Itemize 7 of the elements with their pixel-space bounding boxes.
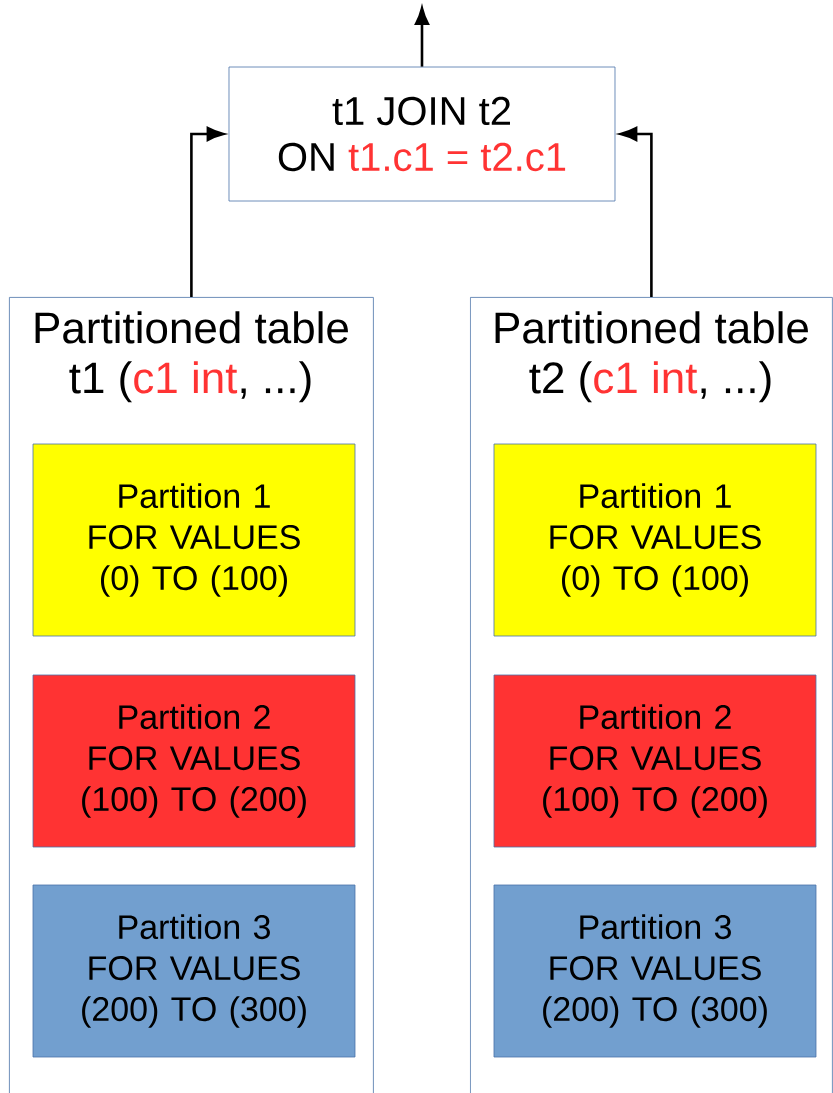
partition-box: Partition 1 FOR VALUES (0) TO (100) [32, 443, 356, 637]
partition-box: Partition 1 FOR VALUES (0) TO (100) [493, 443, 817, 637]
partition-box: Partition 3 FOR VALUES (200) TO (300) [32, 884, 356, 1058]
partition-box: Partition 2 FOR VALUES (100) TO (200) [493, 674, 817, 848]
join-box: t1 JOIN t2 ON t1.c1 = t2.c1 [228, 66, 616, 202]
partition-box: Partition 2 FOR VALUES (100) TO (200) [32, 674, 356, 848]
partition-box: Partition 3 FOR VALUES (200) TO (300) [493, 884, 817, 1058]
